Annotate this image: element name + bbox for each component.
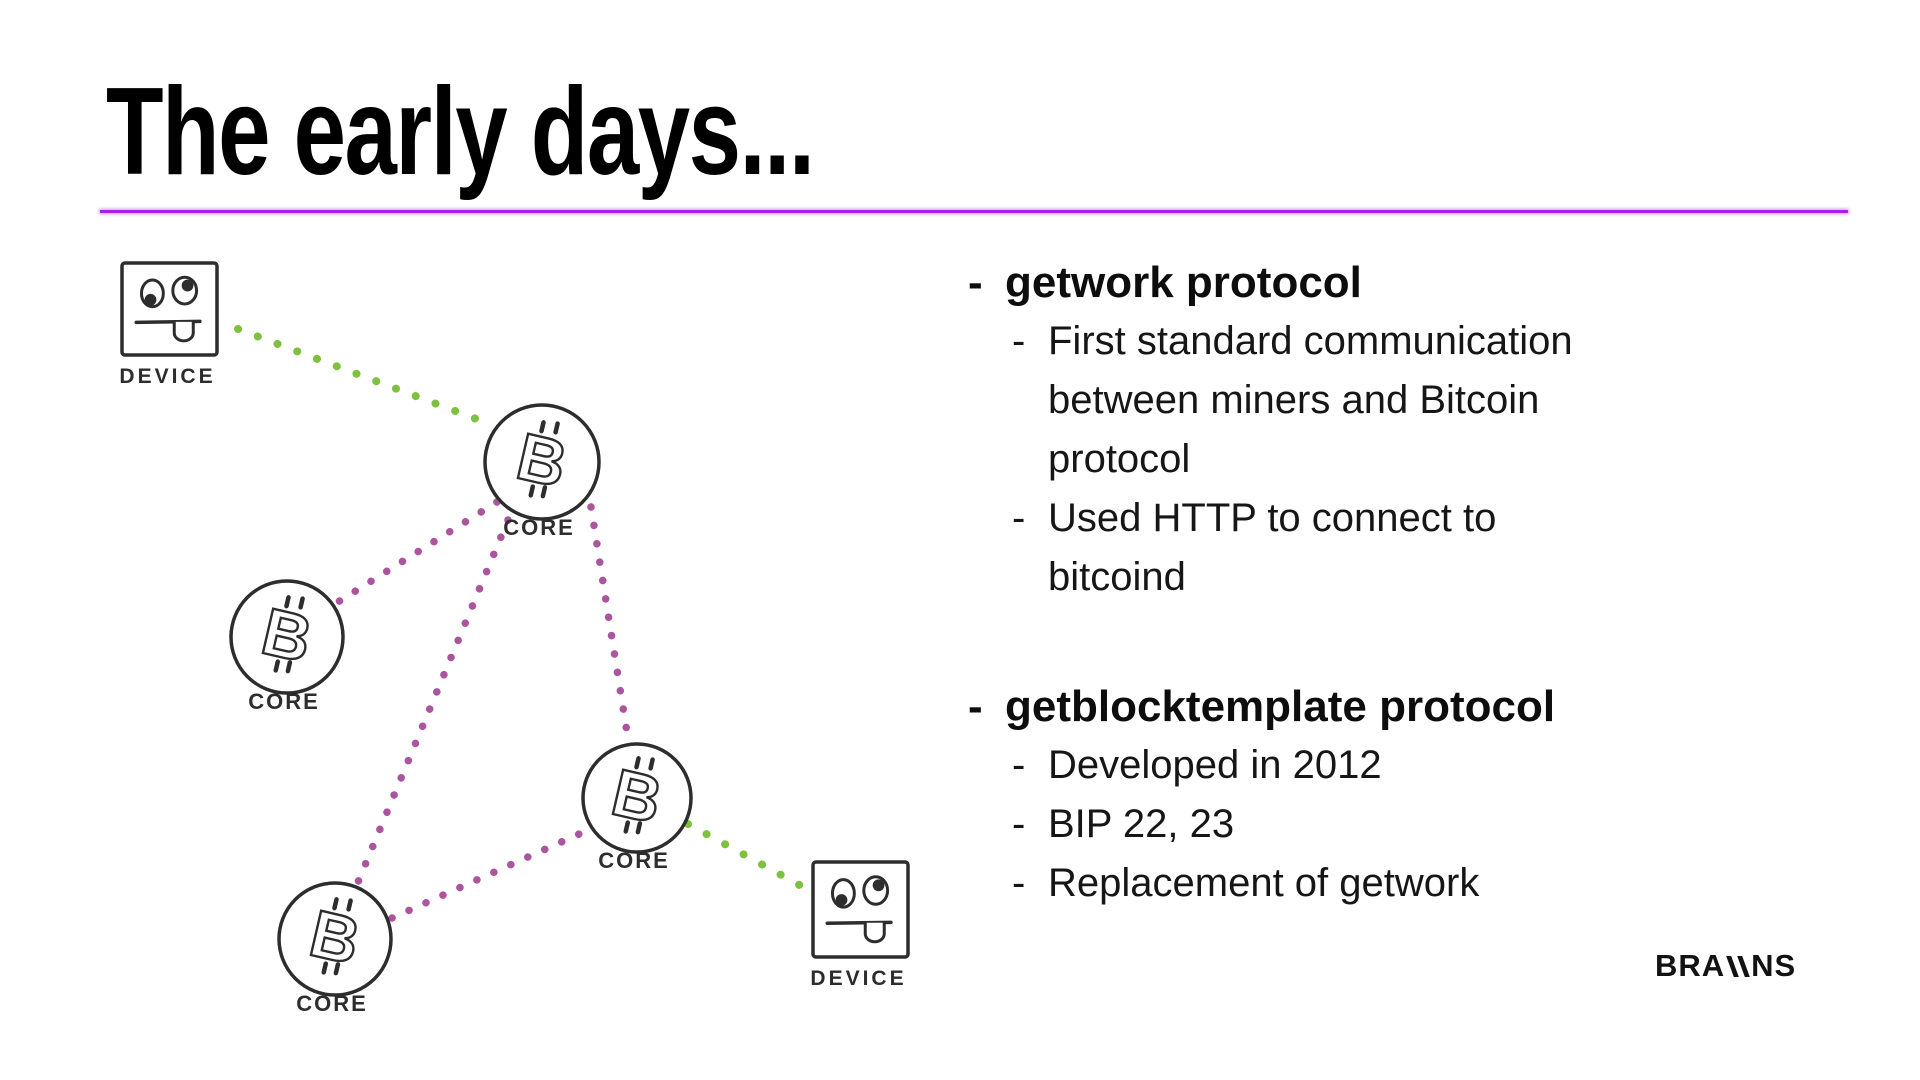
core-circle — [581, 742, 693, 854]
mouth — [134, 319, 202, 325]
bullet-item: - Developed in 2012 — [948, 736, 1708, 795]
dotted-link-core1-core4 — [352, 516, 512, 891]
bullet-heading: - getblocktemplate protocol — [948, 677, 1708, 736]
bitcoin-prong — [623, 820, 631, 834]
bitcoin-prong — [635, 821, 643, 835]
core-circle — [229, 579, 345, 695]
device-node — [811, 860, 910, 959]
brand-logo: BRA NS — [1655, 948, 1796, 984]
tongue — [172, 320, 195, 343]
dotted-link-core4-core3 — [388, 826, 592, 922]
bitcoin-prong — [273, 659, 281, 673]
bullet-heading-text: getwork protocol — [1005, 258, 1362, 307]
bitcoin-prong — [285, 660, 293, 674]
bitcoin-prong — [528, 484, 536, 498]
bullet-group-getblocktemplate: - getblocktemplate protocol - Developed … — [948, 677, 1708, 913]
bullet-dash: - — [1012, 861, 1026, 905]
title-underline — [100, 210, 1848, 213]
dotted-link-core1-core2 — [334, 498, 501, 606]
node-label: CORE — [248, 689, 320, 714]
bullet-item-text: First standard communication between min… — [1048, 319, 1573, 481]
bullet-item: - First standard communication between m… — [948, 312, 1708, 489]
core-node: B — [277, 881, 393, 997]
bitcoin-prong — [332, 897, 339, 911]
bitcoin-prong — [553, 421, 560, 435]
pupil — [835, 894, 848, 906]
bitcoin-prong — [284, 595, 291, 609]
core-circle — [277, 881, 393, 997]
core-node: B — [229, 579, 345, 695]
dotted-link-core1-core3 — [587, 503, 633, 749]
brand-letters-left: BRA — [1655, 948, 1726, 983]
brand-slash-icon — [1737, 955, 1750, 977]
bullet-dash: - — [968, 258, 983, 307]
bullet-item-text: Replacement of getwork — [1048, 861, 1480, 905]
bullet-group-getwork: - getwork protocol - First standard comm… — [948, 253, 1708, 607]
brand-slash-icon — [1726, 955, 1739, 977]
pupil — [181, 279, 194, 292]
bullet-heading: - getwork protocol — [948, 253, 1708, 312]
mouth — [825, 920, 893, 926]
bullet-dash: - — [968, 682, 983, 731]
bullet-dash: - — [1012, 802, 1026, 846]
bitcoin-prong — [298, 596, 305, 610]
device-box — [120, 261, 219, 357]
device-node — [120, 261, 219, 357]
node-label: DEVICE — [810, 967, 906, 990]
pupil — [144, 293, 157, 306]
bullet-dash: - — [1012, 496, 1026, 540]
node-label: DEVICE — [119, 365, 215, 388]
node-label: CORE — [296, 991, 368, 1016]
core-circle — [483, 403, 601, 521]
bullet-dash: - — [1012, 743, 1026, 787]
bullet-dash: - — [1012, 319, 1026, 363]
bitcoin-prong — [634, 756, 641, 770]
bitcoin-prong — [540, 485, 548, 499]
node-label: CORE — [598, 848, 670, 873]
core-node: B — [483, 403, 601, 521]
bullet-item: - Used HTTP to connect to bitcoind — [948, 489, 1708, 607]
node-label: CORE — [503, 515, 575, 540]
bitcoin-prong — [539, 420, 546, 434]
dotted-link-core3-device2 — [684, 820, 809, 892]
bullet-item: - BIP 22, 23 — [948, 795, 1708, 854]
bullet-heading-text: getblocktemplate protocol — [1005, 682, 1556, 731]
device-box — [811, 860, 910, 959]
brand-letters-right: NS — [1751, 948, 1797, 983]
pupil — [872, 879, 885, 892]
bullet-item: - Replacement of getwork — [948, 854, 1708, 913]
bullet-item-text: BIP 22, 23 — [1048, 802, 1235, 846]
bullet-list: - getwork protocol - First standard comm… — [948, 253, 1708, 913]
bitcoin-prong — [333, 962, 341, 976]
bullet-item-text: Used HTTP to connect to bitcoind — [1048, 496, 1497, 599]
tongue — [863, 921, 886, 944]
core-node: B — [581, 742, 693, 854]
bitcoin-prong — [321, 961, 329, 975]
slide-title: The early days... — [106, 63, 815, 201]
dotted-link-device1-core1 — [234, 325, 491, 427]
bitcoin-prong — [346, 898, 353, 912]
bitcoin-prong — [648, 757, 655, 771]
bullet-item-text: Developed in 2012 — [1048, 743, 1382, 787]
